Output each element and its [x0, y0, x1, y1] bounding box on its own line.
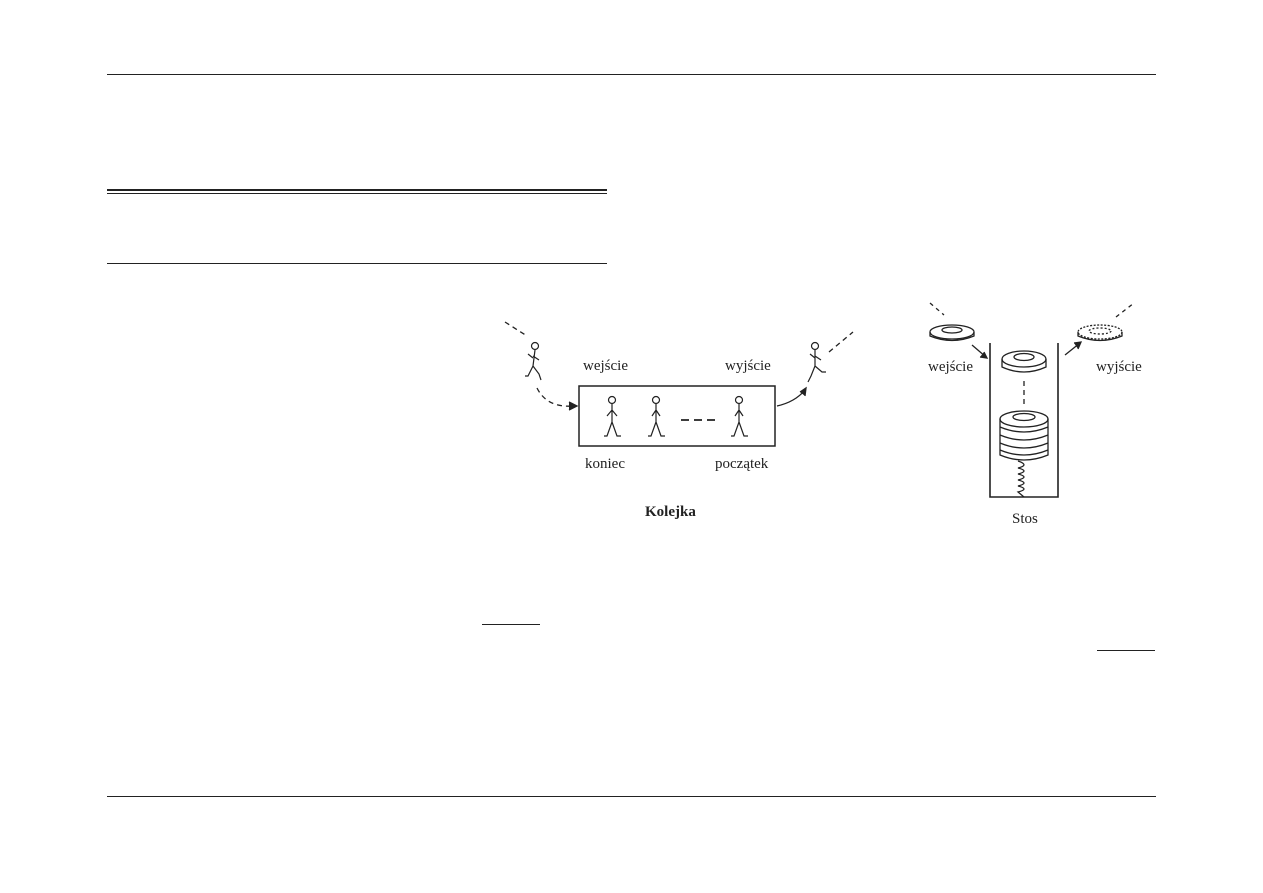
header-rule	[107, 74, 1156, 75]
queue-figure: wejście wyjście koniec początek Kolejka	[495, 310, 875, 540]
walker-icons	[525, 341, 826, 437]
text-underline-left	[482, 624, 540, 625]
text-underline-right	[1097, 650, 1155, 651]
footer-rule	[107, 796, 1156, 797]
queue-caption: Kolejka	[645, 504, 696, 520]
title-double-rule-top	[107, 189, 607, 191]
stack-caption: Stos	[1012, 511, 1038, 527]
queue-diagram	[504, 321, 854, 447]
stack-diagram	[929, 302, 1135, 498]
queue-exit-label: wyjście	[725, 358, 771, 374]
stack-figure: wejście wyjście Stos	[920, 295, 1160, 540]
queue-end-label: koniec	[585, 456, 625, 472]
stack-entry-label: wejście	[928, 359, 973, 375]
queue-entry-label: wejście	[583, 358, 628, 374]
title-double-rule-bottom	[107, 193, 607, 194]
stack-exit-label: wyjście	[1096, 359, 1142, 375]
title-rule-bottom	[107, 263, 607, 264]
queue-front-label: początek	[715, 456, 769, 472]
